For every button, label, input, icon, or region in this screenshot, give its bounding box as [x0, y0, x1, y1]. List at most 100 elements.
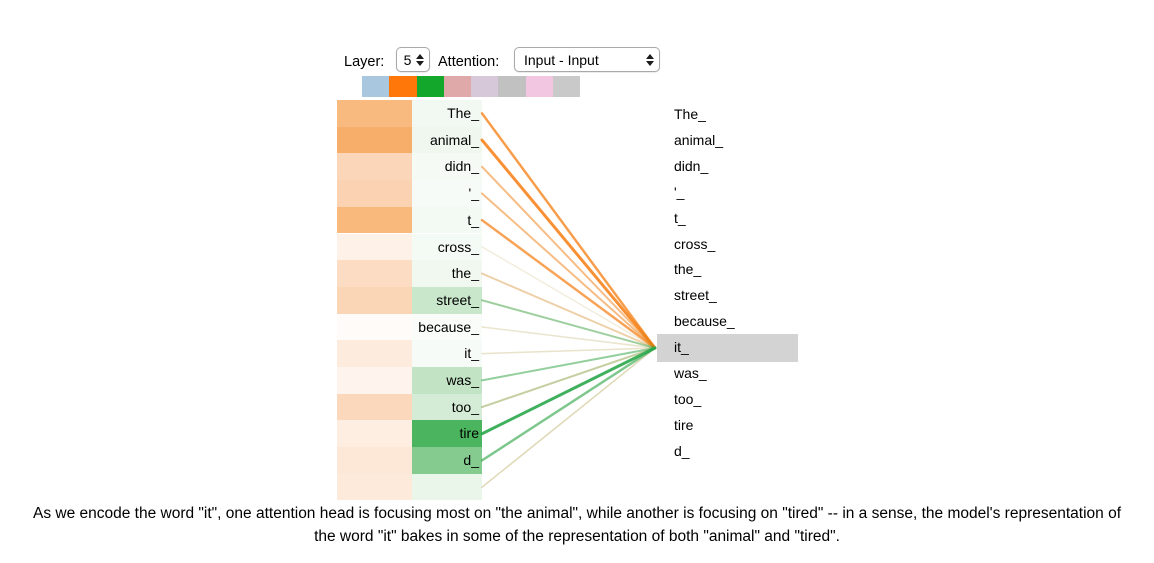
left-heatmap-cell-orange [337, 393, 412, 421]
head-5-swatch[interactable] [471, 76, 499, 97]
head-4-swatch[interactable] [443, 76, 472, 97]
token-left[interactable]: street_ [436, 291, 479, 308]
attention-line-orange [480, 138, 657, 350]
attention-line-green [481, 299, 656, 349]
token-left[interactable]: '_ [468, 185, 479, 202]
token-right[interactable]: '_ [674, 183, 685, 200]
left-heatmap-cell-green [412, 473, 482, 501]
attention-line-green [481, 166, 656, 349]
head-6-swatch[interactable] [498, 76, 526, 97]
token-left[interactable]: the_ [451, 265, 479, 282]
attention-line-green [481, 347, 656, 355]
left-heatmap-cell-green [412, 286, 482, 314]
attention-line-green [480, 346, 657, 462]
attention-line-green [481, 112, 656, 349]
token-right[interactable]: didn_ [674, 157, 709, 174]
attention-line-orange [481, 347, 656, 462]
attention-line-orange [481, 272, 656, 349]
token-left[interactable]: it_ [464, 345, 479, 362]
stepper-icon [413, 53, 429, 66]
attention-line-orange [480, 112, 657, 350]
attention-line-orange [480, 218, 657, 350]
left-heatmap-cell-green [412, 126, 482, 154]
left-heatmap-cell-orange [337, 233, 412, 261]
left-heatmap-cell-orange [337, 126, 412, 154]
head-8-swatch[interactable] [553, 76, 581, 97]
token-right[interactable]: cross_ [674, 235, 716, 252]
token-left[interactable]: animal_ [429, 131, 479, 148]
left-heatmap-cell-green [412, 153, 482, 181]
left-heatmap-cell-orange [337, 153, 412, 181]
left-heatmap-cell-green [412, 233, 482, 261]
left-heatmap-cell-orange [337, 260, 412, 287]
token-right[interactable]: d_ [674, 442, 690, 459]
left-heatmap-cell-orange [337, 447, 412, 474]
token-right[interactable]: The_ [674, 106, 706, 123]
left-heatmap-cell-green [412, 393, 482, 421]
left-heatmap-cell-green [412, 260, 482, 287]
token-right[interactable]: because_ [674, 313, 735, 330]
attention-line-green [481, 272, 656, 349]
left-heatmap-cell-orange [337, 100, 412, 127]
token-left[interactable]: too_ [451, 398, 479, 415]
attention-line-green [481, 347, 656, 488]
layer-select[interactable]: 5 [396, 47, 430, 72]
head-color-palette [362, 76, 581, 97]
attention-line-green [481, 246, 656, 349]
selected-token-highlight [657, 334, 798, 363]
head-7-swatch[interactable] [525, 76, 554, 97]
token-right[interactable]: animal_ [674, 131, 724, 148]
token-right[interactable]: it_ [674, 339, 689, 356]
token-right[interactable]: tire [674, 416, 694, 433]
attention-line-orange [481, 192, 656, 349]
attention-line-green [481, 347, 656, 382]
left-heatmap-cell-orange [337, 313, 412, 341]
left-heatmap-cell-green [412, 180, 482, 207]
attention-line-orange [481, 299, 656, 349]
left-heatmap-cell-orange [337, 473, 412, 501]
attention-line-green [481, 326, 656, 349]
left-heatmap-cell-orange [337, 206, 412, 234]
stepper-icon [643, 53, 659, 66]
left-heatmap-cell-green [412, 340, 482, 367]
token-left[interactable]: cross_ [437, 238, 479, 255]
left-heatmap-cell-green [412, 447, 482, 474]
left-heatmap-cell-green [412, 206, 482, 234]
token-left[interactable]: tire [459, 425, 479, 442]
attention-line-orange [481, 246, 656, 349]
attention-select[interactable]: Input - Input [514, 47, 660, 72]
head-3-swatch[interactable] [416, 76, 444, 97]
left-heatmap-cell-green [412, 367, 482, 394]
token-right[interactable]: the_ [674, 261, 702, 278]
token-right[interactable]: t_ [674, 209, 686, 226]
attention-label: Attention: [438, 54, 500, 70]
token-right[interactable]: street_ [674, 287, 717, 304]
head-1-swatch[interactable] [362, 76, 390, 97]
attention-select-value: Input - Input [524, 51, 599, 68]
left-heatmap-cell-orange [337, 420, 412, 448]
left-heatmap-cell-orange [337, 340, 412, 367]
attention-line-orange [481, 165, 656, 349]
left-heatmap-cell-orange [337, 180, 412, 207]
left-heatmap-cell-green [412, 313, 482, 341]
caption: As we encode the word "it", one attentio… [33, 505, 1121, 545]
token-left[interactable]: because_ [418, 318, 479, 335]
attention-line-green [480, 346, 657, 436]
head-2-swatch[interactable] [389, 76, 417, 97]
attention-line-green [481, 347, 656, 409]
attention-line-orange [481, 326, 656, 349]
attention-line-orange [481, 347, 656, 409]
token-left[interactable]: d_ [463, 452, 479, 469]
token-left[interactable]: was_ [446, 372, 479, 388]
token-left[interactable]: The_ [447, 105, 479, 121]
token-right[interactable]: too_ [674, 390, 702, 407]
attention-line-green [481, 192, 656, 349]
attention-line-orange [481, 347, 656, 355]
attention-line-orange [481, 347, 656, 435]
left-heatmap-cell-orange [337, 286, 412, 314]
token-left[interactable]: t_ [467, 211, 479, 228]
token-right[interactable]: was_ [674, 365, 707, 382]
token-left[interactable]: didn_ [444, 158, 479, 175]
left-heatmap-cell-green [412, 100, 482, 127]
